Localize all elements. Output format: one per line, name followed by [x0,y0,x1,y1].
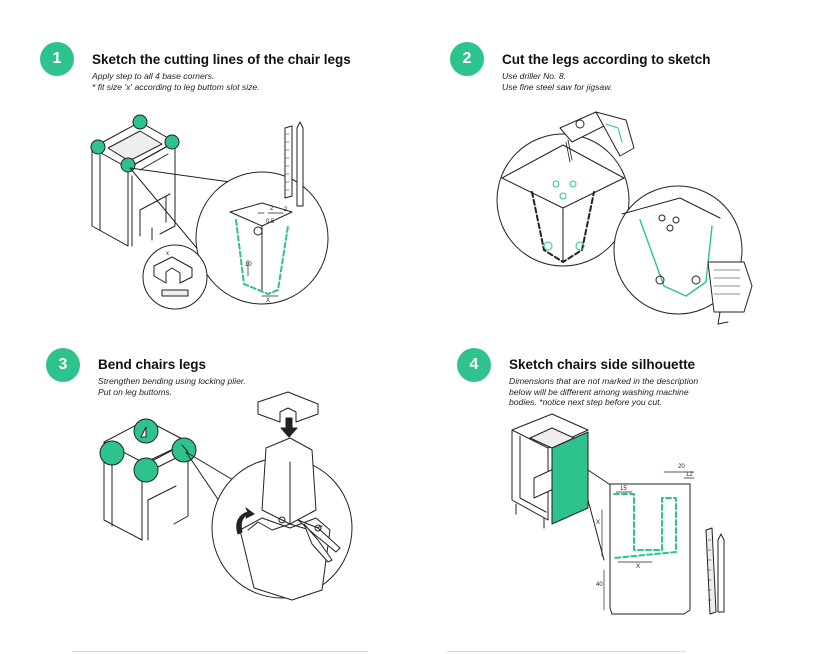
jigsaw-icon [707,261,753,325]
step-4-illustration: 20 12 15 X X 40 [511,413,725,615]
step-3-line-1: Strengthen bending using locking plier. [98,376,246,386]
dimension-label: 15 [620,486,627,492]
corner-marker [99,440,125,466]
corner-marker [90,139,106,155]
dimension-label: 20 [678,464,685,470]
curved-arrow-icon [236,507,255,535]
side-panel-highlight [551,431,589,525]
ruler-icon [284,125,293,199]
dimension-label: X [266,298,270,304]
step-3-line-2: Put on leg buttoms. [98,386,173,397]
step-2-illustration [496,111,753,325]
dimension-label: 40 [596,582,603,588]
step-1-line-1: Apply step to all 4 base corners. [92,71,215,81]
corner-marker [164,134,180,150]
step-1-illustration: 2 2 0.5 10 X x [90,114,329,310]
step-4-description: Dimensions that are not marked in the de… [509,376,698,408]
step-2-number: 2 [450,42,484,76]
drill-icon [559,111,635,163]
corner-marker [132,114,148,130]
step-2-line-2: Use fine steel saw for jigsaw. [502,81,613,92]
step-1-number: 1 [40,42,74,76]
leg-bottom-cap [257,391,319,423]
step-1-title: Sketch the cutting lines of the chair le… [92,52,351,67]
ruler-icon [705,527,717,615]
step-2-line-1: Use driller No. 8. [502,71,566,81]
dimension-label: X [636,564,640,570]
pencil-icon [717,533,725,613]
step-2-description: Use driller No. 8. Use fine steel saw fo… [502,71,612,92]
step-4-title: Sketch chairs side silhouette [509,357,696,372]
corner-marker [120,157,136,173]
step-4-line-1: Dimensions that are not marked in the de… [509,376,699,386]
step-1-line-2: * fit size 'x' according to leg buttom s… [92,81,260,92]
step-3-title: Bend chairs legs [98,357,207,372]
pencil-icon [296,121,304,207]
locking-plier-icon [297,519,341,563]
step-1-description: Apply step to all 4 base corners. * fit … [92,71,260,92]
step-3-description: Strengthen bending using locking plier. … [98,376,246,397]
corner-marker [171,437,197,463]
dimension-label: 0.5 [266,219,275,225]
dimension-label: 12 [686,472,693,478]
dimension-label: X [596,520,600,526]
dimension-label: 2 [270,206,274,212]
dimension-label: 10 [245,262,252,268]
leg-bottom-inset [142,244,208,310]
step-3-illustration [99,391,353,601]
step-4-line-3: bodies. *notice next step before you cut… [509,397,662,407]
step-3-number: 3 [46,348,80,382]
step-2-title: Cut the legs according to sketch [502,52,711,67]
detail-magnifier [496,133,630,267]
arrow-down-icon [280,417,298,438]
dimension-label: 2 [284,207,288,213]
divider-left [72,651,368,652]
step-4-line-2: below will be different among washing ma… [509,386,689,397]
svg-text:x: x [166,251,169,257]
divider-right [446,651,686,652]
corner-marker [133,457,159,483]
cabinet-drawing [91,121,176,247]
step-4-number: 4 [457,348,491,382]
